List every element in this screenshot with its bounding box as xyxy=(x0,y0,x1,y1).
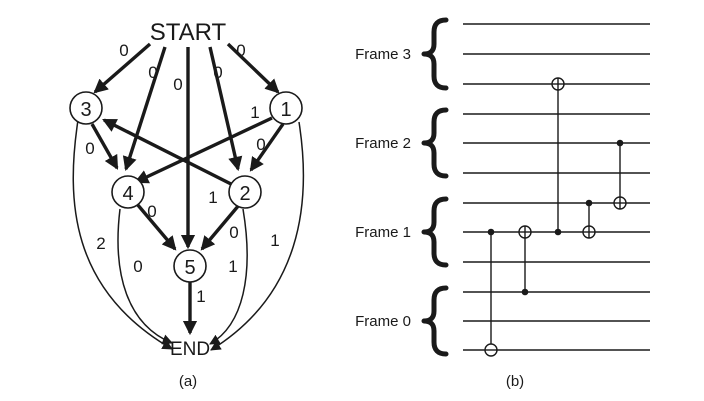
edge-label: 1 xyxy=(250,103,259,122)
edge-2-3 xyxy=(102,118,234,187)
node-4 xyxy=(111,175,145,209)
edge-start-1 xyxy=(226,42,280,94)
edge-1-end xyxy=(210,121,305,351)
caption-a: (a) xyxy=(179,373,197,390)
edge-label: 1 xyxy=(208,188,217,207)
brace-icon xyxy=(421,196,449,268)
cnot-gate xyxy=(518,225,532,296)
edge-label: 0 xyxy=(85,139,94,158)
control-dot xyxy=(487,228,495,236)
frame-3-label: Frame 3 xyxy=(355,46,411,63)
node-4-label: 4 xyxy=(122,183,133,205)
node-5 xyxy=(173,249,207,283)
edge-2-end xyxy=(209,208,248,345)
brace-icon xyxy=(421,17,449,91)
control-dot xyxy=(554,228,562,236)
brace-icon xyxy=(421,107,449,179)
edge-3-4 xyxy=(90,123,119,170)
edge-label: 1 xyxy=(270,231,279,250)
node-5-label: 5 xyxy=(184,257,195,279)
control-dot xyxy=(585,199,593,207)
frame-0-label: Frame 0 xyxy=(355,313,411,330)
edge-label: 1 xyxy=(228,257,237,276)
edge-label: 0 xyxy=(119,41,128,60)
cnot-gate xyxy=(582,199,596,239)
edge-label: 0 xyxy=(256,135,265,154)
edge-4-end xyxy=(117,208,173,345)
edge-2-5 xyxy=(200,203,241,251)
node-2 xyxy=(228,175,262,209)
cnot-gate xyxy=(613,139,627,210)
node-3-label: 3 xyxy=(80,99,91,121)
circuit-b: Frame 3 Frame 2 Frame 1 Frame 0 (b) xyxy=(355,17,650,390)
edge-start-2 xyxy=(208,46,243,172)
control-dot xyxy=(616,139,624,147)
edge-label: 0 xyxy=(148,63,157,82)
node-1 xyxy=(269,91,303,125)
edge-start-3 xyxy=(93,42,152,94)
caption-b: (b) xyxy=(506,373,524,390)
brace-icon xyxy=(421,285,449,357)
start-label: START xyxy=(150,19,227,46)
edge-label: 0 xyxy=(133,257,142,276)
edge-label: 2 xyxy=(96,234,105,253)
node-1-label: 1 xyxy=(280,99,291,121)
edge-label: 0 xyxy=(147,202,156,221)
control-dot xyxy=(521,288,529,296)
edge-label: 1 xyxy=(196,287,205,306)
node-3 xyxy=(69,91,103,125)
edge-label: 0 xyxy=(229,223,238,242)
graph-a: 3 1 4 2 5 START END 0 0 0 0 0 1 0 0 1 0 … xyxy=(69,19,305,390)
frame-1-label: Frame 1 xyxy=(355,224,411,241)
edge-3-end xyxy=(72,119,173,350)
cnot-gate xyxy=(551,77,565,236)
edge-1-2 xyxy=(249,123,285,172)
edge-1-4 xyxy=(134,116,273,184)
cnot-gate xyxy=(484,228,498,357)
end-label: END xyxy=(170,339,210,360)
frame-2-label: Frame 2 xyxy=(355,135,411,152)
edge-4-5 xyxy=(135,202,177,251)
edge-label: 0 xyxy=(173,75,182,94)
edge-label: 0 xyxy=(213,63,222,82)
node-2-label: 2 xyxy=(239,183,250,205)
edge-start-4 xyxy=(122,46,167,172)
edge-label: 0 xyxy=(236,41,245,60)
